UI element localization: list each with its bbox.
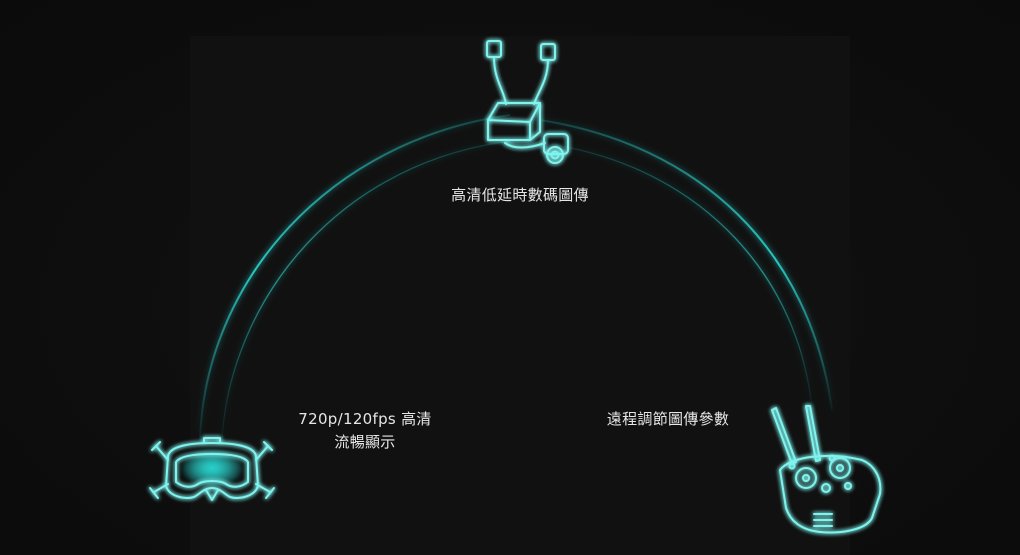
remote-controller-icon <box>771 405 882 534</box>
signal-arc-right <box>539 119 833 411</box>
signal-arc-left <box>199 114 521 441</box>
remote-label: 遠程調節圖傳參數 <box>606 410 730 428</box>
goggles-label-line-2: 流暢顯示 <box>334 433 396 451</box>
air-unit-camera-icon <box>486 40 569 164</box>
goggles-label: 720p/120fps 高清 流暢顯示 <box>280 408 450 454</box>
goggles-label-line-1: 720p/120fps 高清 <box>298 410 432 428</box>
fpv-goggles-icon <box>149 437 275 501</box>
air-unit-label: 高清低延時數碼圖傳 <box>451 186 589 204</box>
